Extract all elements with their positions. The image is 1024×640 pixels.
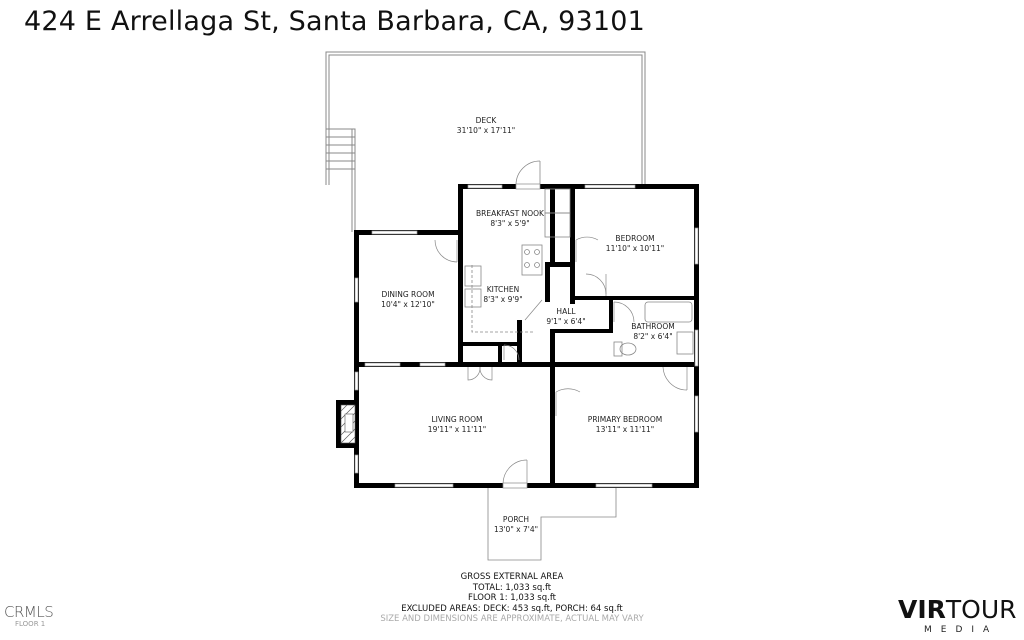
room-label-porch: PORCH 13'0" x 7'4" (494, 515, 538, 535)
area-disclaimer: SIZE AND DIMENSIONS ARE APPROXIMATE, ACT… (380, 614, 644, 624)
room-name: PORCH (502, 515, 530, 524)
room-label-hall: HALL 9'1" x 6'4" (546, 307, 585, 327)
property-address-title: 424 E Arrellaga St, Santa Barbara, CA, 9… (24, 6, 646, 37)
virtour-logo-rest: TOUR (945, 595, 1017, 624)
room-name: LIVING ROOM (431, 415, 483, 424)
virtour-media-subtitle: MEDIA (924, 625, 999, 635)
deck-outline (325, 51, 646, 232)
room-dims: 31'10" x 17'11" (456, 126, 516, 135)
area-total: TOTAL: 1,033 sq.ft (472, 582, 552, 593)
room-name: DINING ROOM (381, 290, 435, 299)
room-label-bedroom: BEDROOM 11'10" x 10'11" (606, 234, 664, 254)
room-label-living-room: LIVING ROOM 19'11" x 11'11" (428, 415, 486, 435)
room-dims: 8'3" x 9'9" (483, 295, 523, 304)
area-excluded: EXCLUDED AREAS: DECK: 453 sq.ft, PORCH: … (401, 603, 623, 614)
room-name: DECK (475, 116, 497, 125)
area-summary: GROSS EXTERNAL AREA TOTAL: 1,033 sq.ft F… (380, 572, 643, 625)
virtour-logo: VIRTOUR (898, 595, 1017, 624)
room-label-dining-room: DINING ROOM 10'4" x 12'10" (381, 290, 435, 310)
room-name: HALL (556, 307, 576, 316)
room-dims: 9'1" x 6'4" (546, 317, 586, 326)
room-label-breakfast-nook: BREAKFAST NOOK 8'3" x 5'9" (476, 209, 544, 229)
room-label-primary-bedroom: PRIMARY BEDROOM 13'11" x 11'11" (588, 415, 662, 435)
room-label-kitchen: KITCHEN 8'3" x 9'9" (483, 285, 522, 305)
room-dims: 11'10" x 10'11" (605, 244, 665, 253)
floor-tag: FLOOR 1 (15, 620, 46, 628)
room-name: BEDROOM (615, 234, 655, 243)
room-name: KITCHEN (486, 285, 520, 294)
fireplace (340, 404, 356, 444)
room-dims: 13'0" x 7'4" (493, 525, 539, 534)
room-dims: 8'3" x 5'9" (490, 219, 530, 228)
room-dims: 19'11" x 11'11" (427, 425, 487, 434)
room-dims: 8'2" x 6'4" (633, 332, 673, 341)
area-heading: GROSS EXTERNAL AREA (460, 572, 564, 582)
crmls-logo: CRMLS (4, 603, 54, 621)
doors (434, 236, 688, 485)
room-name: BATHROOM (631, 322, 675, 331)
area-floor1: FLOOR 1: 1,033 sq.ft (467, 593, 557, 603)
room-name: BREAKFAST NOOK (476, 209, 544, 218)
room-label-bathroom: BATHROOM 8'2" x 6'4" (631, 322, 674, 342)
windows (354, 184, 699, 488)
room-dims: 10'4" x 12'10" (381, 300, 435, 309)
room-label-deck: DECK 31'10" x 17'11" (457, 116, 515, 136)
deck-door (515, 160, 541, 186)
interior-fixtures (464, 188, 694, 561)
room-dims: 13'11" x 11'11" (595, 425, 655, 434)
room-name: PRIMARY BEDROOM (587, 415, 663, 424)
virtour-logo-bold: VIR (898, 595, 946, 624)
